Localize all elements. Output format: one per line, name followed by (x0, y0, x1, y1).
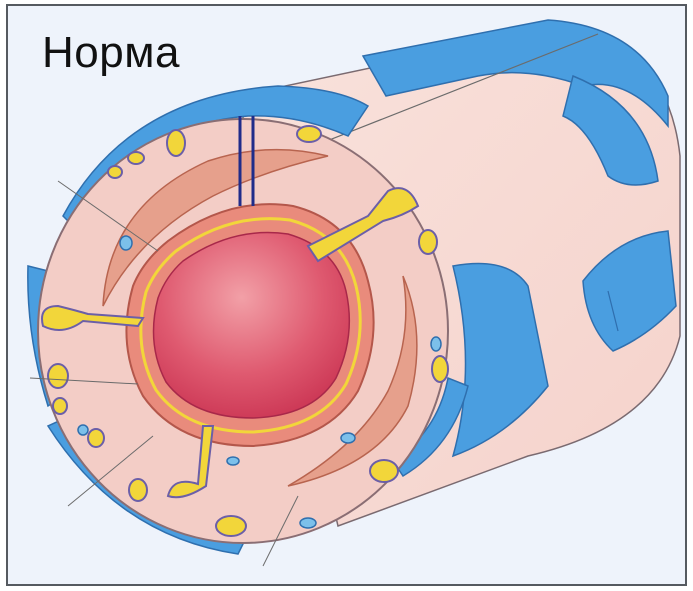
figure-frame: Норма (6, 4, 687, 586)
airway-cross-section-illustration (8, 6, 687, 586)
